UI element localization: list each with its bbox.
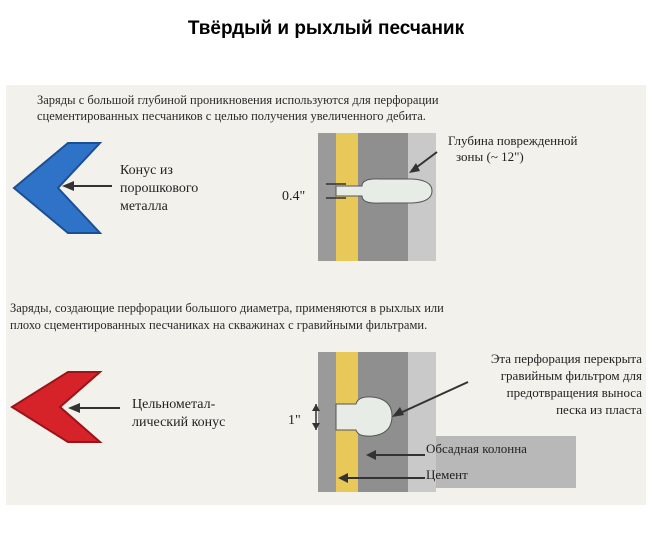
gravel-note-line4: песка из пласта xyxy=(556,402,642,417)
top-dimension-label: 0.4" xyxy=(282,189,306,204)
solid-cone-label-2: лический конус xyxy=(132,415,226,430)
page-title: Твёрдый и рыхлый песчаник xyxy=(187,18,465,39)
gravel-note-line1: Эта перфорация перекрыта xyxy=(490,351,642,366)
top-cement-layer xyxy=(336,133,358,261)
cement-label: Цемент xyxy=(426,467,468,482)
solid-metal-cone-shape xyxy=(10,371,103,443)
powder-metal-cone-shape xyxy=(12,142,103,234)
powder-cone-label-1: Конус из xyxy=(120,163,173,178)
bottom-dim-arrow-up xyxy=(312,404,320,411)
top-perforation-tunnel xyxy=(335,178,433,204)
powder-cone-label-2: порошкового xyxy=(120,181,199,196)
gravel-note-line2: гравийным фильтром для xyxy=(500,368,642,383)
damage-depth-label-2: зоны (~ 12") xyxy=(456,149,524,164)
cone-arrow-head xyxy=(62,181,74,191)
gravel-note-arrow-head xyxy=(392,407,404,417)
bottom-dim-arrow-down xyxy=(312,423,320,430)
bottom-formation-left xyxy=(318,352,336,492)
bottom-perforation-hole xyxy=(335,396,393,437)
top-formation-left xyxy=(318,133,336,261)
top-caption-line2: сцементированных песчаников с целью полу… xyxy=(37,109,426,123)
solid-cone-arrow-head xyxy=(68,403,80,413)
damage-arrow-head xyxy=(409,163,420,173)
casing-arrow-head xyxy=(366,450,376,460)
solid-cone-label-1: Цельнометал- xyxy=(132,397,216,412)
bottom-dimension-label: 1" xyxy=(288,413,301,428)
powder-cone-label-3: металла xyxy=(120,199,168,214)
top-caption-line1: Заряды с большой глубиной проникновения … xyxy=(37,93,439,107)
cement-arrow-head xyxy=(338,473,348,483)
gravel-note-line3: предотвращения выноса xyxy=(506,385,642,400)
bottom-caption-line1: Заряды, создающие перфорации большого ди… xyxy=(10,301,444,315)
legend-box xyxy=(420,436,576,488)
gravel-note-arrow xyxy=(397,381,469,415)
damage-depth-label-1: Глубина поврежденной xyxy=(448,133,578,148)
bottom-formation-right xyxy=(408,352,436,492)
casing-label: Обсадная колонна xyxy=(426,441,527,456)
bottom-caption-line2: плохо сцементированных песчаниках на скв… xyxy=(10,318,428,332)
